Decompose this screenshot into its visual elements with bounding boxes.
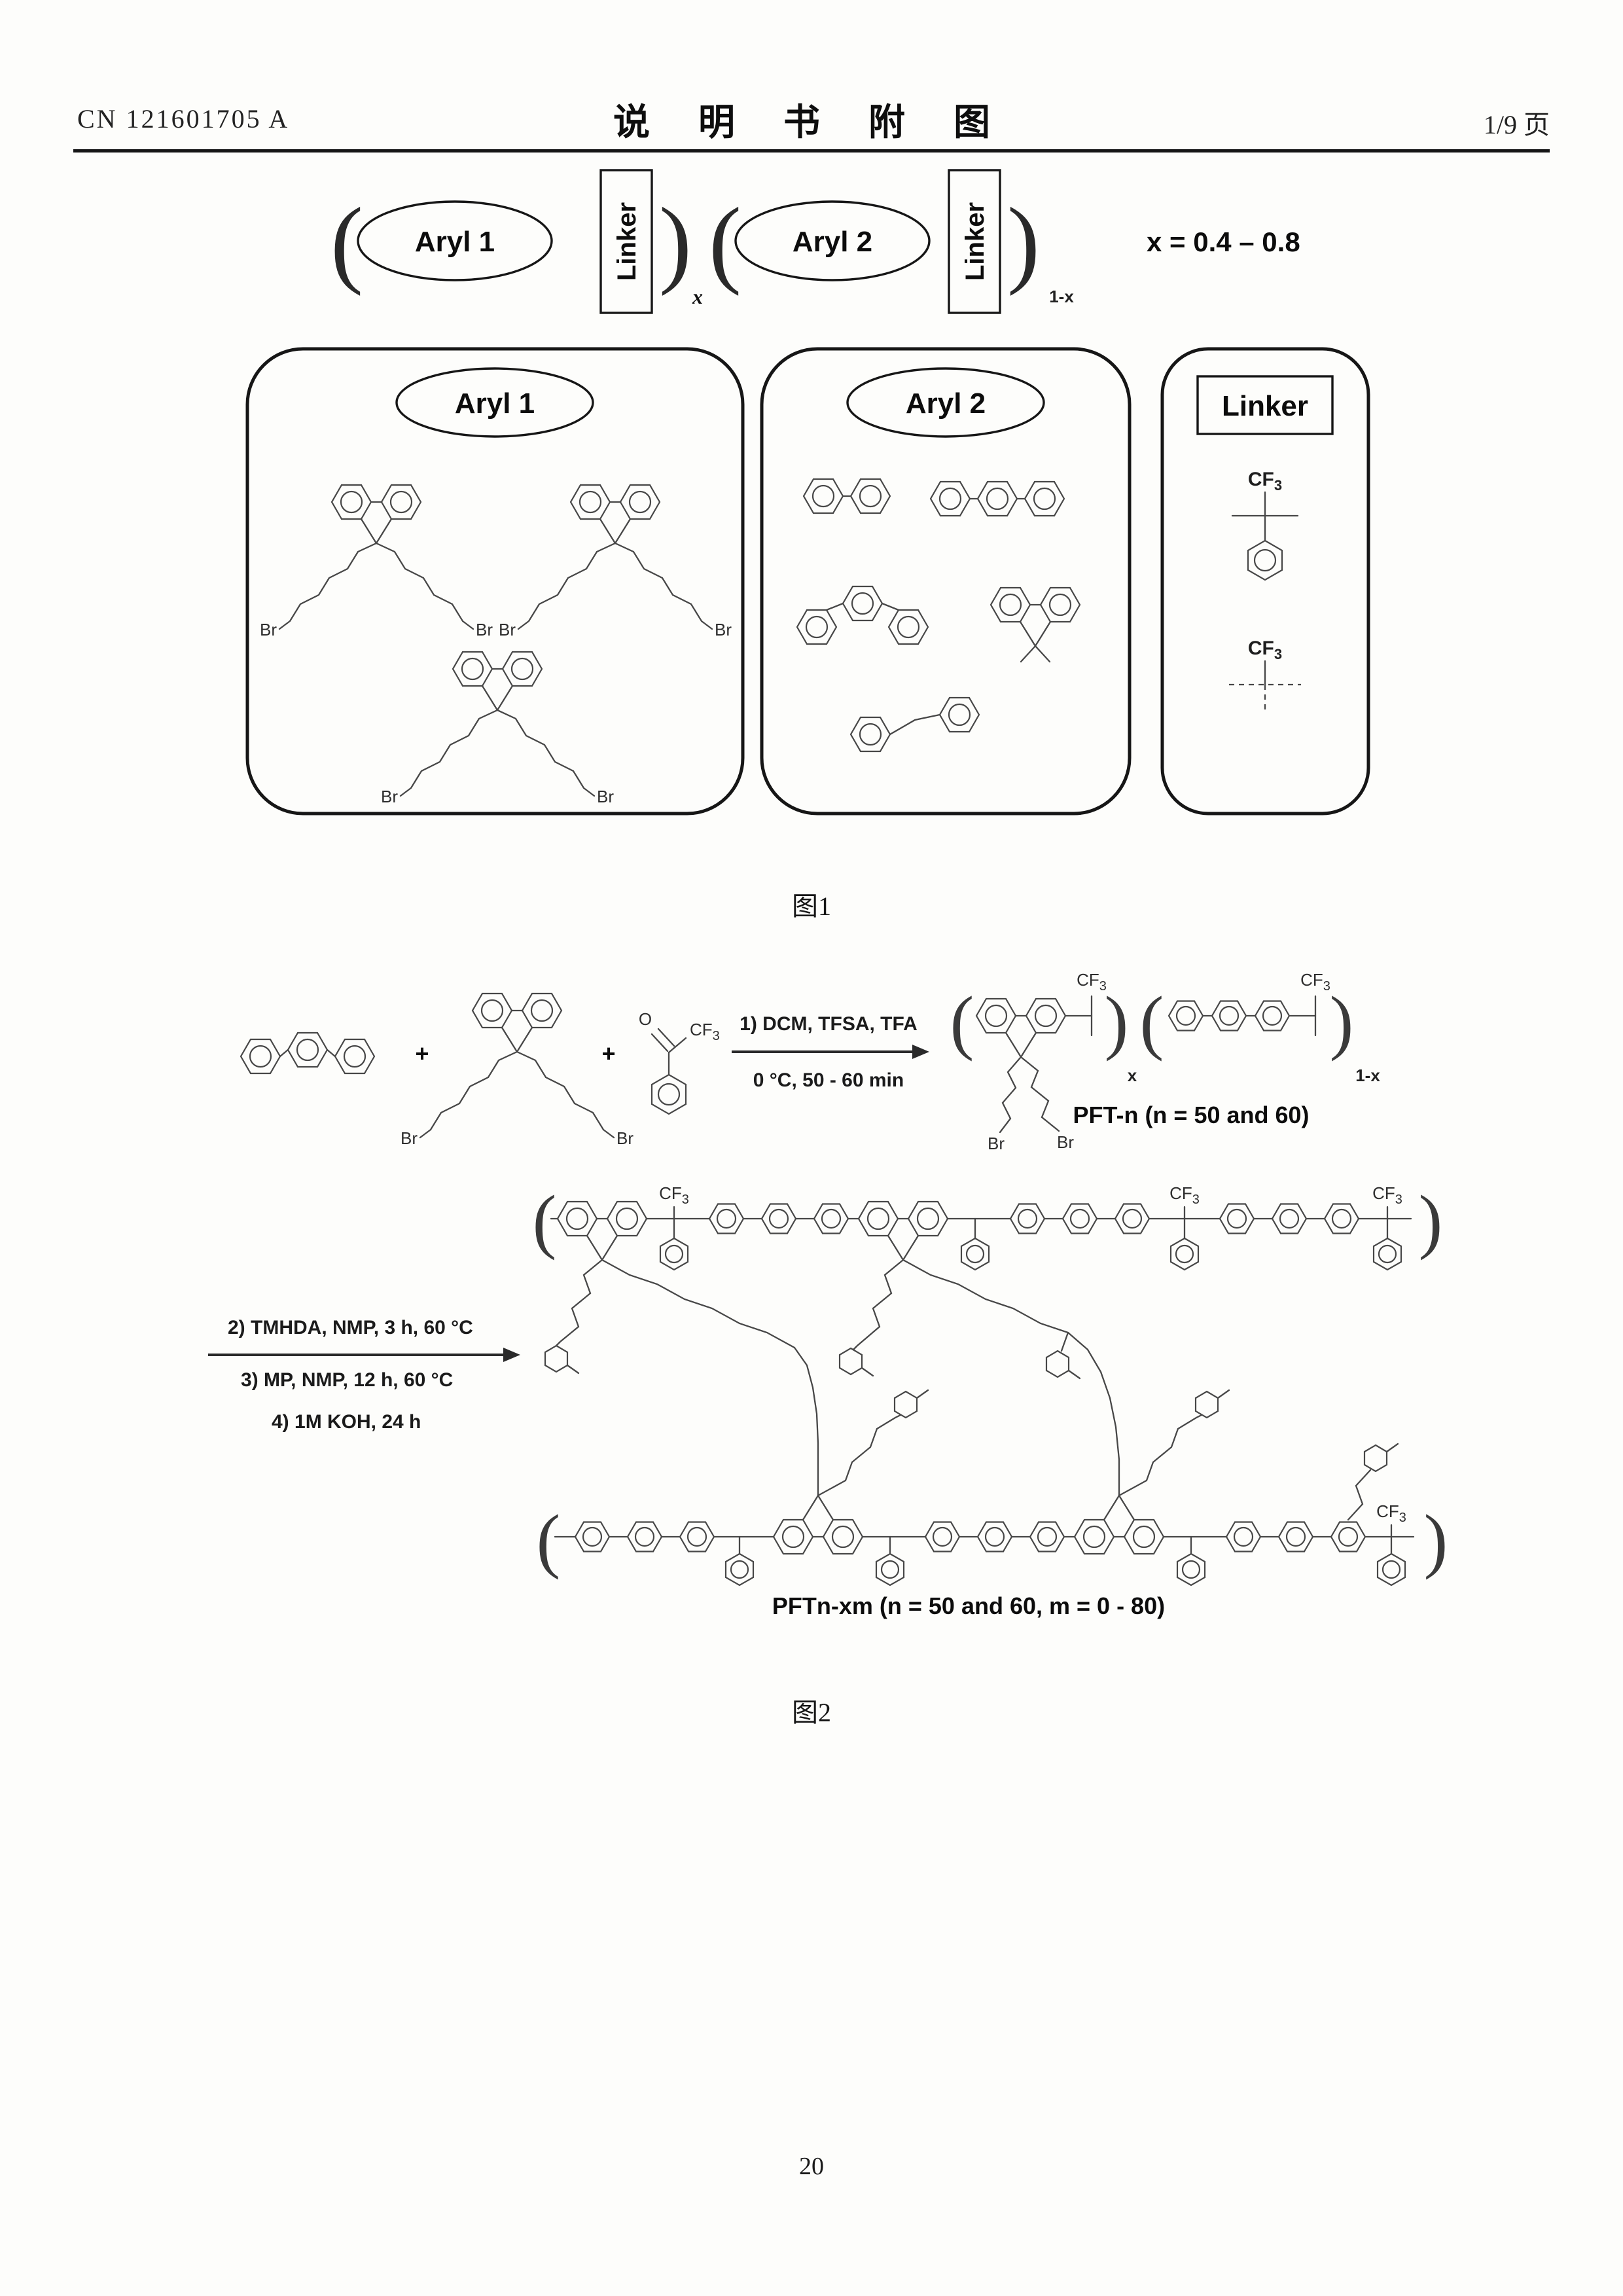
cf3-label: CF3 <box>1077 970 1107 994</box>
product1-label: PFT-n(n = 50 and 60) <box>1073 1102 1309 1128</box>
br-label: Br <box>715 620 732 639</box>
aryl1-panel: Aryl 1 Br Br Br Br Br Br <box>245 347 745 816</box>
step1-conditions-line2: 0 °C, 50 - 60 min <box>753 1069 904 1091</box>
cf3-label: CF3 <box>1300 970 1330 994</box>
trifluoroketone-reagent: O CF3 <box>639 1009 720 1115</box>
step2-conditions-line3: 4) 1M KOH, 24 h <box>272 1411 421 1433</box>
br-label: Br <box>1057 1132 1074 1152</box>
polymer-formula: ( Aryl 1 Linker ) x ( Aryl 2 Linker ) 1-… <box>330 169 1300 314</box>
br-label: Br <box>381 787 398 806</box>
linker-box <box>948 169 1001 314</box>
header-rule <box>73 149 1550 152</box>
br-label: Br <box>401 1128 418 1148</box>
step1-conditions-line1: 1) DCM, TFSA, TFA <box>740 1013 918 1035</box>
cf3-label: CF3 <box>1169 1183 1200 1207</box>
plus-sign: + <box>415 1040 429 1067</box>
br-label: Br <box>499 620 516 639</box>
br-label: Br <box>988 1134 1005 1153</box>
subscript-x: x <box>1128 1066 1137 1085</box>
aryl2-title-ellipse <box>846 367 1045 438</box>
linker-label-vertical: Linker <box>961 202 990 281</box>
doc-title: 说 明 书 附 图 <box>613 103 1010 143</box>
top-polymer-backbone: ( CF3 CF3 CF3 ) <box>533 1181 1443 1271</box>
reaction-arrow-1: 1) DCM, TFSA, TFA 0 °C, 50 - 60 min <box>732 1013 929 1091</box>
piperidinium-ring <box>1045 1350 1070 1378</box>
linker-title-box <box>1196 375 1334 435</box>
aryl1-label: Aryl 1 <box>415 226 495 258</box>
linker-title: Linker <box>1222 390 1308 422</box>
piperidinium-ring <box>544 1344 569 1373</box>
close-bracket: ) <box>1330 982 1354 1062</box>
piperidinium-ring <box>1363 1444 1388 1473</box>
aryl1-title-ellipse <box>395 367 594 438</box>
piperidinium-ring <box>893 1390 918 1419</box>
reaction-arrow-2: 2) TMHDA, NMP, 3 h, 60 °C 3) MP, NMP, 12… <box>208 1317 520 1433</box>
cf3-label: CF3 <box>1372 1183 1402 1207</box>
diphenylethane-structure <box>849 696 980 753</box>
cf3-linker-structure: CF3 <box>1229 637 1301 713</box>
bottom-polymer-backbone: ( CF3 ) <box>537 1496 1448 1587</box>
close-paren: ) <box>659 188 692 296</box>
aryl2-title: Aryl 2 <box>906 387 986 420</box>
br-label: Br <box>260 620 277 639</box>
cf3-label: CF3 <box>1248 637 1282 662</box>
figure1-caption: 图1 <box>792 891 831 921</box>
open-bracket: ( <box>950 982 974 1062</box>
plus-sign: + <box>601 1040 615 1067</box>
open-bracket: ( <box>533 1181 557 1261</box>
cf3-label: CF3 <box>659 1183 689 1207</box>
fluorene-structure: Br Br <box>381 652 614 806</box>
piperidinium-ring <box>1194 1390 1219 1419</box>
open-bracket: ( <box>537 1500 561 1580</box>
cf3-label: CF3 <box>1248 469 1282 493</box>
subscript-1-x: 1-x <box>1049 287 1074 306</box>
aryl2-ellipse <box>734 200 931 281</box>
pft-n-product-structure: ( Br Br CF3 ) x ( CF3 ) 1-x <box>950 970 1381 1153</box>
fluorene-structure: Br Br <box>260 485 493 639</box>
fluorene-monomer: Br Br <box>401 994 633 1148</box>
m-terphenyl-structure <box>796 585 929 645</box>
br-label: Br <box>616 1128 633 1148</box>
subscript-x: x <box>692 285 703 308</box>
terphenyl-reactant <box>240 1031 376 1075</box>
aryl1-title: Aryl 1 <box>455 387 535 420</box>
aryl2-panel-frame <box>760 347 1132 816</box>
linker-label-vertical: Linker <box>613 202 641 281</box>
page-indicator: 1/9 页 <box>1483 110 1550 139</box>
piperidinium-ring <box>838 1347 863 1376</box>
close-bracket: ) <box>1424 1500 1448 1580</box>
linker-panel-frame <box>1160 347 1370 816</box>
br-label: Br <box>476 620 493 639</box>
open-bracket: ( <box>1140 982 1164 1062</box>
biphenyl-structure <box>802 478 891 514</box>
aryl2-panel: Aryl 2 <box>760 347 1132 816</box>
cf3-label: CF3 <box>690 1020 720 1043</box>
step2-conditions-line2: 3) MP, NMP, 12 h, 60 °C <box>241 1369 453 1391</box>
page-number: 20 <box>799 2153 824 2180</box>
product2-label: PFTn-xm(n = 50 and 60, m = 0 - 80) <box>772 1592 1165 1619</box>
br-label: Br <box>597 787 614 806</box>
dimethylfluorene-structure <box>991 588 1080 663</box>
oxygen-label: O <box>639 1009 652 1029</box>
linker-panel: Linker CF3 CF3 <box>1160 347 1370 816</box>
terphenyl-structure <box>929 480 1065 517</box>
x-range-label: x = 0.4 – 0.8 <box>1147 226 1300 257</box>
cf3-phenyl-linker-structure: CF3 <box>1231 469 1299 581</box>
subscript-1-x: 1-x <box>1355 1066 1380 1085</box>
aryl1-ellipse <box>357 200 553 281</box>
fluorene-structure: Br Br <box>499 485 732 639</box>
figure2-caption: 图2 <box>792 1698 831 1727</box>
linker-box <box>599 169 653 314</box>
close-bracket: ) <box>1419 1181 1443 1261</box>
aryl1-panel-frame <box>245 347 745 816</box>
patent-number: CN 121601705 A <box>77 104 290 134</box>
aryl2-label: Aryl 2 <box>793 226 872 258</box>
crosslinked-polymer-structure: ( CF3 CF3 CF3 ) <box>533 1181 1448 1587</box>
close-paren: ) <box>1007 188 1040 296</box>
cf3-label: CF3 <box>1376 1501 1406 1525</box>
close-bracket: ) <box>1105 982 1129 1062</box>
step2-conditions-line1: 2) TMHDA, NMP, 3 h, 60 °C <box>228 1317 473 1338</box>
crosslink-chains <box>544 1259 1399 1521</box>
